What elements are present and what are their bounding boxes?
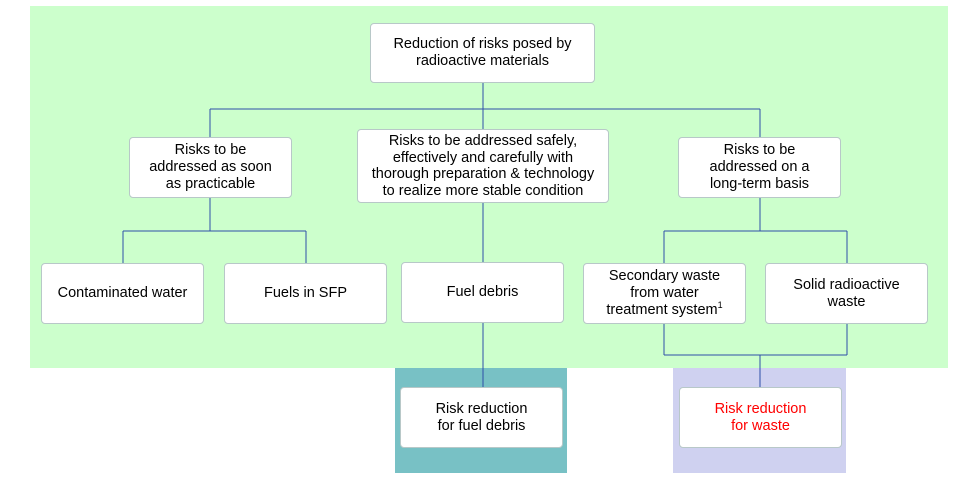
- category-node-soon: Risks to be addressed as soon as practic…: [129, 137, 292, 198]
- outcome-fuel-debris-line: Risk reduction: [435, 400, 528, 417]
- category-careful-line: thorough preparation & technology: [371, 166, 595, 182]
- category-node-careful: Risks to be addressed safely, effectivel…: [357, 129, 609, 203]
- category-node-longterm: Risks to be addressed on a long-term bas…: [678, 137, 841, 198]
- category-soon-line: as practicable: [165, 176, 256, 192]
- item-solid-waste-line: waste: [827, 293, 866, 310]
- category-careful-line: effectively and carefully with: [392, 149, 574, 166]
- item-secondary-waste-line: treatment system1: [606, 300, 723, 319]
- outcome-node-fuel-debris: Risk reduction for fuel debris: [400, 387, 563, 448]
- category-longterm-line: addressed on a: [709, 159, 810, 175]
- item-solid-waste-line: Solid radioactive: [793, 276, 900, 293]
- item-node-secondary-waste: Secondary waste from water treatment sys…: [583, 263, 746, 324]
- outcome-waste-line: for waste: [731, 417, 790, 434]
- root-node: Reduction of risks posed by radioactive …: [370, 23, 595, 83]
- outcome-node-waste: Risk reduction for waste: [679, 387, 842, 448]
- item-node-contaminated-water: Contaminated water: [41, 263, 204, 324]
- root-node-line: Reduction of risks posed by: [393, 36, 572, 52]
- category-careful-line: to realize more stable condition: [382, 182, 584, 199]
- category-careful-line: Risks to be addressed safely,: [388, 133, 578, 149]
- item-node-fuels-sfp: Fuels in SFP: [224, 263, 387, 324]
- item-node-fuel-debris: Fuel debris: [401, 262, 564, 323]
- item-fuels-sfp-label: Fuels in SFP: [264, 285, 347, 301]
- category-longterm-line: Risks to be: [723, 142, 796, 158]
- footnote-marker: 1: [717, 300, 723, 311]
- item-contaminated-water-label: Contaminated water: [57, 285, 188, 301]
- outcome-waste-line: Risk reduction: [714, 400, 807, 417]
- item-secondary-waste-line-text: treatment system: [606, 302, 718, 318]
- item-secondary-waste-line: from water: [630, 285, 699, 301]
- category-soon-line: addressed as soon: [149, 159, 272, 175]
- outcome-fuel-debris-line: for fuel debris: [437, 417, 526, 434]
- root-node-line: radioactive materials: [416, 53, 549, 69]
- item-fuel-debris-label: Fuel debris: [446, 284, 519, 300]
- item-secondary-waste-line: Secondary waste: [608, 268, 721, 284]
- item-node-solid-waste: Solid radioactive waste: [765, 263, 928, 324]
- category-longterm-line: long-term basis: [709, 176, 810, 192]
- category-soon-line: Risks to be: [174, 142, 247, 158]
